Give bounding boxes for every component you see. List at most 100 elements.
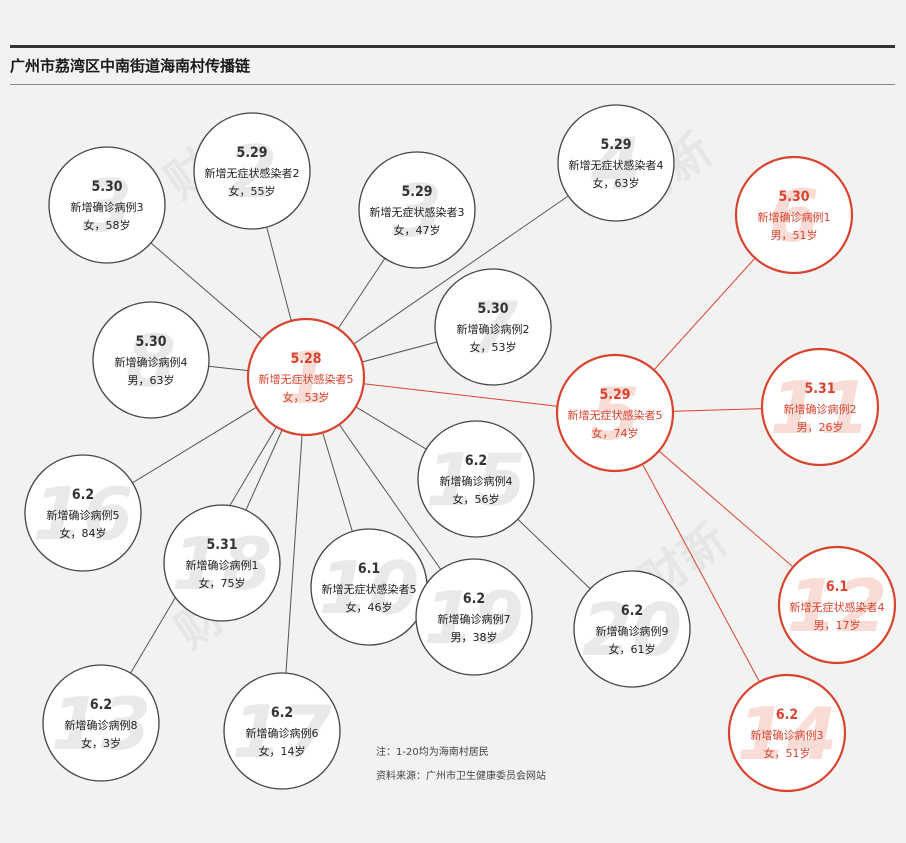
node-label: 新增确诊病例3 [751,728,824,742]
node-date: 5.29 [236,145,267,161]
node-case-number: 10 [319,546,419,630]
node-info: 男，38岁 [451,630,498,644]
node-circle [557,104,675,222]
case-node: 136.2 新增确诊病例8 女，3岁 [42,664,160,782]
node-info: 女，56岁 [453,492,500,506]
node-date: 5.30 [135,334,166,350]
node-info: 男，51岁 [771,228,818,242]
case-node: 196.2 新增确诊病例7 男，38岁 [415,558,533,676]
node-case-number: 14 [737,692,837,776]
node-info: 女，84岁 [60,526,107,540]
case-node: 25.29 新增无症状感染者2 女，55岁 [193,112,311,230]
node-case-number: 11 [770,366,870,450]
node-date: 6.2 [776,707,798,723]
node-case-number: 16 [33,472,133,556]
node-label: 新增确诊病例1 [186,558,259,572]
case-node: 65.30 新增确诊病例1 男，51岁 [734,155,854,275]
edge-n1-n19 [281,376,307,732]
node-label: 新增确诊病例6 [246,726,319,740]
node-date: 5.31 [804,381,835,397]
case-node: 146.2 新增确诊病例3 女，51岁 [727,673,847,793]
node-label: 新增无症状感染者4 [790,600,885,614]
node-circle [434,268,552,386]
node-info: 女，46岁 [346,600,393,614]
title-divider [10,84,895,85]
node-label: 新增确诊病例1 [758,210,831,224]
node-case-number: 15 [426,438,526,522]
node-date: 5.29 [401,184,432,200]
top-rule [10,45,895,48]
node-label: 新增确诊病例3 [71,200,144,214]
footnotes: 注：1-20均为海南村居民 资料来源：广州市卫生健康委员会网站 [376,741,546,789]
node-case-number: 3 [82,164,132,248]
node-circle [193,112,311,230]
node-case-number: 2 [227,130,277,214]
node-circle [415,558,533,676]
node-case-number: 19 [424,576,524,660]
node-circle [358,151,476,269]
edge-n1-n5 [305,162,617,378]
node-date: 5.31 [206,537,237,553]
node-case-number: 3 [392,169,442,253]
node-case-number: 8 [126,319,176,403]
node-label: 新增确诊病例4 [115,355,188,369]
node-info: 女，58岁 [84,218,131,232]
node-label: 新增无症状感染者2 [205,166,300,180]
node-info: 女，61岁 [609,642,656,656]
node-date: 6.2 [465,453,487,469]
edge-n9-n20 [614,412,788,734]
node-info: 男，26岁 [797,420,844,434]
node-info: 女，75岁 [199,576,246,590]
node-case-number: 1 [281,336,331,420]
case-node: 85.30 新增确诊病例4 男，63岁 [92,301,210,419]
node-label: 新增确诊病例7 [438,612,511,626]
node-case-number: 5 [590,372,640,456]
node-label: 新增确诊病例8 [65,718,138,732]
node-info: 女，51岁 [764,746,811,760]
node-date: 6.2 [271,705,293,721]
node-info: 女，55岁 [229,184,276,198]
node-circle [223,672,341,790]
node-circle [163,504,281,622]
node-label: 新增无症状感染者5 [259,372,354,386]
node-date: 5.30 [91,179,122,195]
node-case-number: 6 [769,174,819,258]
note-text: 注：1-20均为海南村居民 [376,747,489,758]
node-info: 女，47岁 [394,223,441,237]
node-info: 女，14岁 [259,744,306,758]
node-date: 6.2 [72,487,94,503]
node-date: 5.30 [477,301,508,317]
nodes-layer: 15.28新增无症状感染者5女，53岁25.29新增无症状感染者2女，55岁35… [24,104,897,793]
node-label: 新增无症状感染者3 [370,205,465,219]
node-label: 新增确诊病例2 [457,322,530,336]
node-label: 新增无症状感染者5 [568,408,663,422]
node-label: 新增确诊病例2 [784,402,857,416]
node-circle [573,570,691,688]
node-info: 男，17岁 [814,618,861,632]
node-circle [48,146,166,264]
node-date: 6.2 [463,591,485,607]
node-info: 男，63岁 [128,373,175,387]
node-date: 5.30 [778,189,809,205]
node-info: 女，3岁 [81,736,121,750]
node-label: 新增确诊病例9 [596,624,669,638]
node-date: 5.29 [599,387,630,403]
case-node: 115.31 新增确诊病例2 男，26岁 [760,347,880,467]
node-circle [727,673,847,793]
node-case-number: 13 [51,682,151,766]
node-date: 6.2 [90,697,112,713]
node-circle [92,301,210,419]
node-circle [417,420,535,538]
case-node: 35.29 新增无症状感染者3 女，47岁 [358,151,476,269]
node-label: 新增无症状感染者5 [322,582,417,596]
node-case-number: 17 [232,690,332,774]
node-case-number: 20 [582,588,682,672]
node-circle [734,155,854,275]
